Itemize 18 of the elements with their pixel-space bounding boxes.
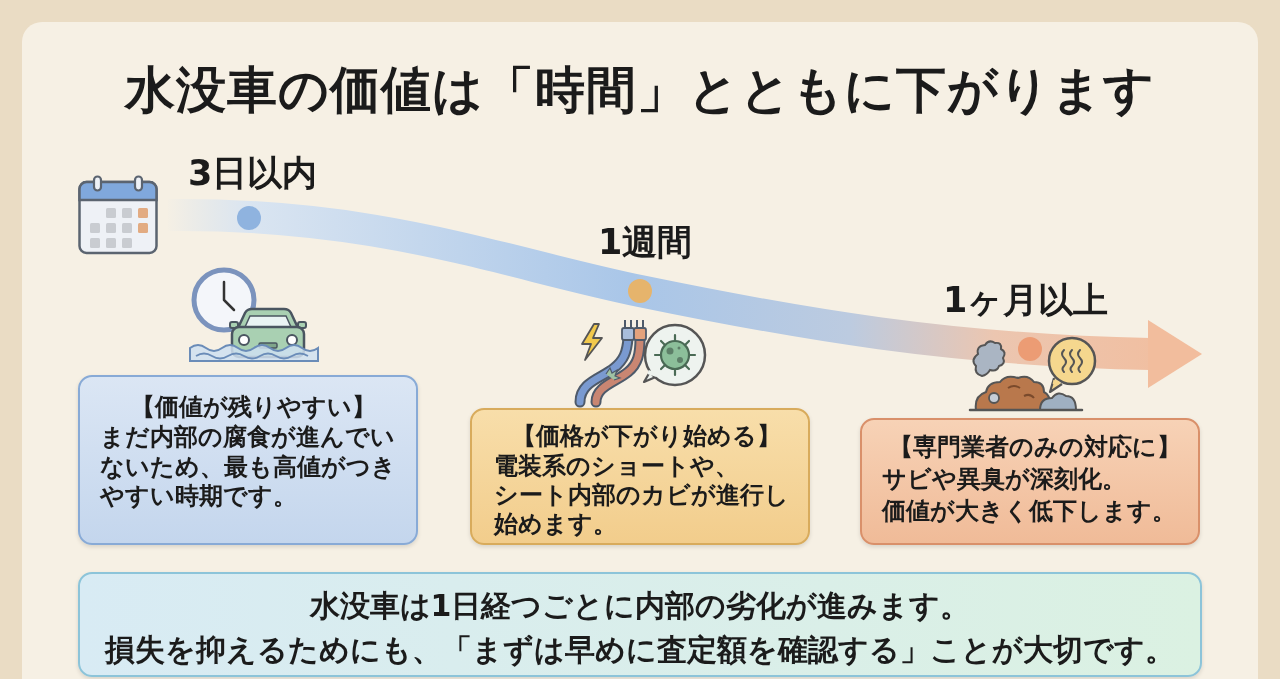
- stage-card: [860, 418, 1200, 545]
- stage-heading: 【価格が下がり始める】: [511, 421, 781, 452]
- stage-card: [78, 375, 418, 545]
- period-label: 1ヶ月以上: [943, 279, 1109, 321]
- stage-card: [470, 408, 810, 545]
- stage-description: シート内部のカビが進行し始めます。: [494, 481, 790, 539]
- stage-heading: 【価値が残りやすい】: [130, 392, 376, 423]
- stage-description: 電装系のショートや、: [494, 452, 740, 481]
- stage-heading: 【専門業者のみの対応に】: [889, 432, 1181, 463]
- summary-text: 水没車は1日経つごとに内部の劣化が進みます。: [309, 587, 971, 625]
- summary-text: 損失を抑えるためにも、「まずは早めに査定額を確認する」ことが大切です。: [105, 631, 1175, 669]
- summary-panel: [78, 572, 1202, 677]
- stage-description: サビや異臭が深刻化。: [882, 464, 1127, 495]
- stage-description: まだ内部の腐食が進んでいないため、最も高値がつきやすい時期です。: [100, 423, 397, 512]
- title: 水没車の価値は「時間」とともに下がります: [125, 60, 1155, 120]
- period-label: 1週間: [598, 221, 693, 263]
- stage-description: 価値が大きく低下します。: [882, 496, 1177, 527]
- period-label: 3日以内: [188, 152, 318, 194]
